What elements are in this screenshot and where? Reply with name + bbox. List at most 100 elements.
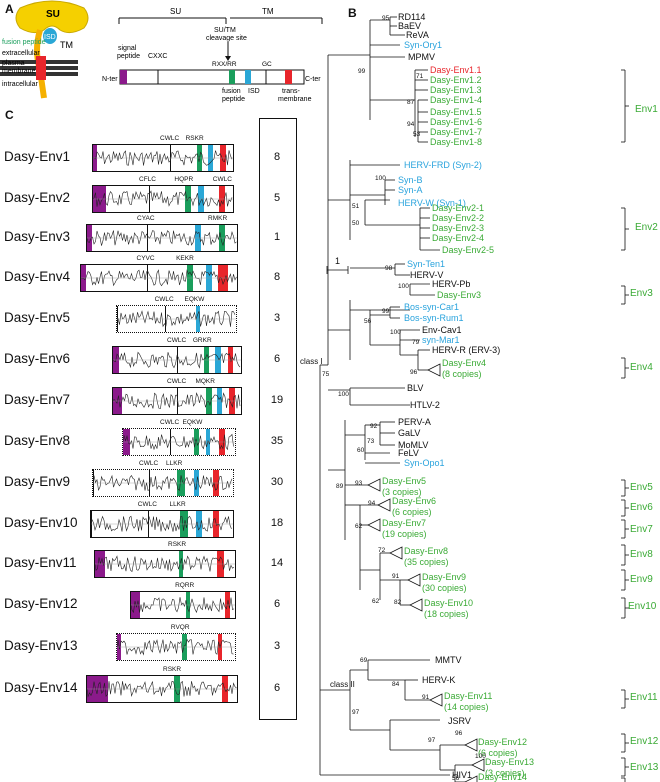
- transmembrane-shape: [36, 56, 46, 80]
- cleavage-motif-label: RQRR: [175, 582, 195, 589]
- env-row-name: Dasy-Env1: [4, 149, 71, 164]
- motif-label: CYAC: [137, 215, 155, 222]
- env-row-name: Dasy-Env9: [4, 474, 71, 489]
- leaf-label: RD114: [398, 12, 425, 22]
- signal-label-2: peptide: [117, 53, 140, 60]
- hydrophobicity-profile: [92, 469, 234, 497]
- collapsed-clade-triangle: [389, 546, 403, 560]
- leaf-label: Syn-Ten1: [407, 259, 445, 269]
- motif-label: CWLC: [167, 378, 187, 385]
- leaf-label: Env-Cav1: [422, 325, 462, 335]
- signal-label-1: signal: [118, 45, 137, 52]
- isd-shape: [43, 28, 57, 44]
- bootstrap-value: 50: [352, 220, 360, 227]
- env-row-name: Dasy-Env12: [4, 596, 78, 611]
- leaf-label: HERV-K: [422, 675, 455, 685]
- bootstrap-value: 72: [378, 547, 386, 554]
- cleavage-motif-label: LLKR: [166, 460, 183, 467]
- tm-domain-label: TM: [262, 7, 274, 16]
- leaf-label: Dasy-Env7: [382, 518, 426, 528]
- leaf-label: GaLV: [398, 428, 420, 438]
- bootstrap-value: 100: [375, 175, 386, 182]
- leaf-label: BaEV: [398, 21, 421, 31]
- copy-number-value: 30: [270, 476, 284, 488]
- trans-seg-label-1: trans-: [282, 88, 301, 95]
- hydrophobicity-profile: [122, 428, 236, 456]
- leaf-label: Dasy-Env1-4: [430, 95, 482, 105]
- leaf-label: Dasy-Env1.2: [430, 75, 482, 85]
- bootstrap-value: 100: [338, 391, 349, 398]
- bootstrap-value: 100: [390, 329, 401, 336]
- leaf-label: MPMV: [408, 52, 435, 62]
- leaf-label: Dasy-Env1-8: [430, 137, 482, 147]
- bootstrap-value: 79: [412, 339, 420, 346]
- fusion-peptide-label: fusion peptide: [2, 39, 46, 46]
- cleavage-motif-label: EQKW: [184, 296, 205, 303]
- bootstrap-value: 98: [385, 265, 393, 272]
- leaf-label: Dasy-Env1-6: [430, 117, 482, 127]
- motif-label: CWLC: [160, 419, 180, 426]
- hydrophobicity-profile: [86, 224, 238, 252]
- collapsed-clade-triangle: [427, 363, 441, 377]
- hydrophobicity-trace: [123, 433, 235, 451]
- group-label-env13: Env13: [630, 762, 659, 773]
- collapsed-clade-triangle: [367, 518, 381, 532]
- copy-number-value: 5: [273, 192, 281, 204]
- leaf-label: (8 copies): [442, 369, 482, 379]
- leaf-label: Dasy-Env3: [437, 290, 481, 300]
- collapsed-clade-triangle: [377, 498, 391, 512]
- leaf-label: HERV-Pb: [432, 279, 470, 289]
- env-row-name: Dasy-Env6: [4, 351, 71, 366]
- leaf-label: Dasy-Env14: [478, 772, 527, 782]
- leaf-label: Dasy-Env9: [422, 572, 466, 582]
- leaf-label: Dasy-Env1.5: [430, 107, 482, 117]
- hydrophobicity-profile: [116, 633, 236, 661]
- leaf-label: HERV-R (ERV-3): [432, 345, 500, 355]
- bootstrap-value: 75: [322, 371, 330, 378]
- leaf-label: Dasy-Env1.3: [430, 85, 482, 95]
- motif-label: CWLC: [137, 501, 157, 508]
- env-row-name: Dasy-Env10: [4, 515, 78, 530]
- hydrophobicity-profile: [130, 591, 236, 619]
- hydrophobicity-trace: [87, 230, 237, 247]
- hydrophobicity-profile: [90, 510, 234, 538]
- leaf-label: syn-Mar1: [422, 335, 460, 345]
- group-label-env2: Env2: [635, 222, 658, 233]
- bootstrap-value: 99: [358, 68, 366, 75]
- hydrophobicity-trace: [93, 474, 233, 492]
- leaf-label: Dasy-Env2-2: [432, 213, 484, 223]
- leaf-label: HERV-V: [410, 270, 443, 280]
- bootstrap-value: 100: [475, 753, 486, 760]
- leaf-label: Dasy-Env2-4: [432, 233, 484, 243]
- cleavage-motif-label: HQPR: [174, 176, 194, 183]
- motif-label: CWLC: [167, 337, 187, 344]
- bootstrap-value: 69: [360, 657, 368, 664]
- hydrophobicity-trace: [113, 392, 241, 409]
- group-label-env7: Env7: [630, 524, 653, 535]
- bootstrap-value: 89: [336, 483, 344, 490]
- group-label-env8: Env8: [630, 549, 653, 560]
- cleavage-motif-label: RSKR: [168, 541, 187, 548]
- hydrophobicity-trace: [113, 351, 241, 369]
- leaf-label: Dasy-Env11: [444, 691, 492, 701]
- collapsed-clade-triangle: [471, 758, 485, 772]
- leaf-label: Syn-B: [398, 175, 423, 185]
- motif-label: CWLC: [160, 135, 180, 142]
- leaf-label: Syn-A: [398, 185, 423, 195]
- leaf-label: Dasy-Env1-7: [430, 127, 482, 137]
- bootstrap-value: 56: [452, 775, 460, 782]
- bootstrap-value: 94: [368, 500, 376, 507]
- motif-label: CYVC: [136, 255, 155, 262]
- group-label-env12: Env12: [630, 736, 659, 747]
- leaf-label: JSRV: [448, 716, 471, 726]
- scale-bar-label: 1: [335, 256, 340, 266]
- hydrophobicity-trace: [131, 597, 235, 614]
- group-label-env6: Env6: [630, 502, 653, 513]
- isd-seg-label: ISD: [248, 88, 260, 95]
- collapsed-clade-triangle: [464, 775, 478, 782]
- bootstrap-value: 94: [407, 121, 415, 128]
- signal-peptide-segment: [120, 70, 127, 84]
- cleavage-motif-label: LLKR: [169, 501, 186, 508]
- bootstrap-value: 96: [410, 369, 418, 376]
- leaf-label: HTLV-2: [410, 400, 440, 410]
